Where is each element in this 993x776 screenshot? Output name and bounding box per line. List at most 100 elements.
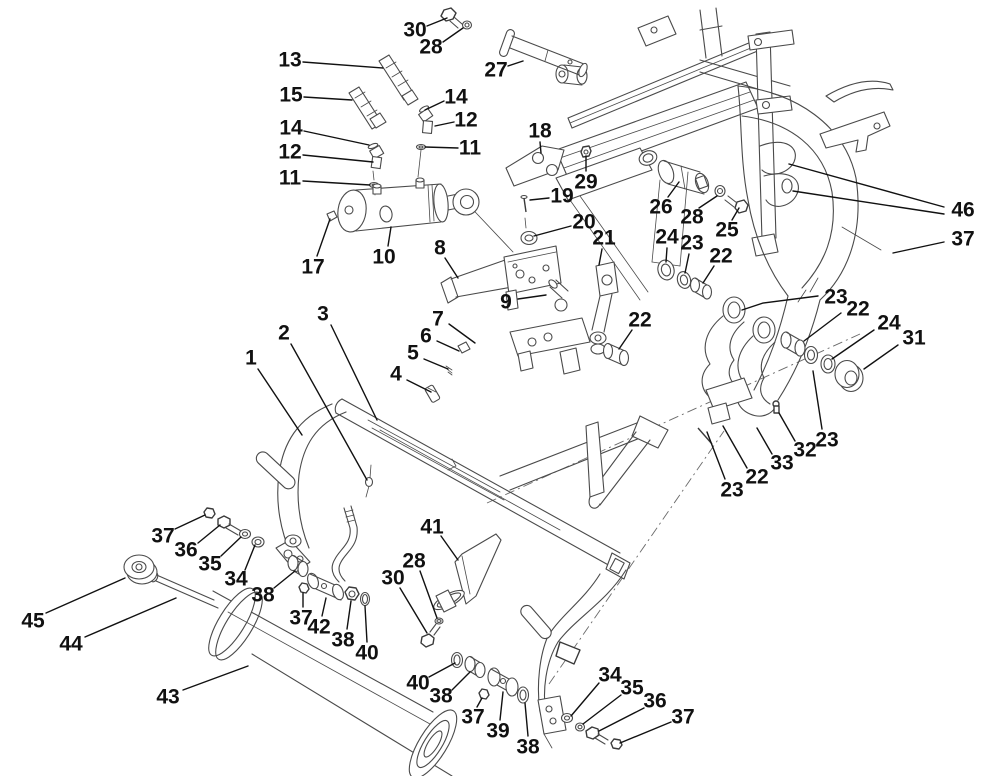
callout-23: 23 (741, 286, 848, 311)
callout-37: 37 (619, 706, 695, 744)
callout-37: 37 (151, 514, 206, 548)
leader-line (529, 197, 550, 201)
leader-line (257, 368, 303, 436)
callout-9: 9 (500, 291, 547, 314)
part-number-label: 12 (278, 141, 301, 164)
callout-7: 7 (432, 308, 476, 344)
leader-line (387, 226, 392, 247)
callout-19: 19 (529, 185, 574, 208)
callout-17: 17 (301, 218, 331, 279)
callout-29: 29 (574, 155, 598, 194)
small-parts-4-5-6-7 (364, 341, 471, 498)
bolt-30-bottom (420, 617, 444, 648)
part-number-label: 35 (198, 553, 222, 576)
callout-4: 4 (390, 363, 432, 393)
callout-43: 43 (156, 665, 249, 709)
leader-line (444, 257, 459, 279)
part-number-label: 27 (484, 59, 507, 82)
part-number-label: 24 (877, 312, 901, 335)
leader-line (788, 163, 945, 208)
part-number-label: 37 (461, 706, 484, 729)
leader-line (302, 61, 384, 69)
leader-line (442, 27, 464, 43)
callout-31: 31 (863, 327, 926, 370)
part-number-label: 30 (381, 567, 404, 590)
callout-35: 35 (198, 536, 242, 576)
part-number-label: 30 (403, 19, 426, 42)
part-number-label: 22 (846, 298, 869, 321)
part-number-label: 40 (355, 642, 378, 665)
callout-1: 1 (245, 347, 303, 436)
callout-22: 22 (803, 298, 870, 342)
leader-line (303, 130, 370, 146)
callout-33: 33 (756, 427, 794, 475)
part-number-label: 14 (444, 86, 468, 109)
bushing-22a (689, 277, 713, 300)
leader-line (619, 721, 672, 744)
washer-20 (520, 230, 538, 246)
part-number-label: 40 (406, 672, 429, 695)
leader-line (451, 671, 471, 691)
leader-line (618, 329, 633, 350)
leader-line (892, 241, 945, 254)
leader-line (399, 587, 428, 634)
part-number-label: 41 (420, 516, 444, 539)
callout-37: 37 (461, 697, 485, 729)
leader-line (831, 329, 875, 360)
part-number-label: 23 (824, 286, 847, 309)
part-number-label: 43 (156, 686, 179, 709)
leader-line (667, 181, 680, 198)
leader-line (303, 96, 353, 101)
callout-42: 42 (307, 597, 331, 639)
part-number-label: 46 (951, 199, 974, 222)
leader-line (436, 340, 460, 352)
leader-line (244, 544, 256, 571)
part-number-label: 36 (643, 690, 666, 713)
part-number-label: 7 (432, 308, 444, 331)
hydraulic-cylinder-10 (326, 177, 480, 233)
callout-26: 26 (649, 181, 680, 219)
bushing-22b (602, 342, 630, 367)
part-number-label: 23 (720, 479, 743, 502)
part-number-label: 33 (770, 452, 793, 475)
leader-line (419, 570, 438, 619)
leader-line (316, 218, 331, 257)
callout-30: 30 (381, 567, 428, 634)
callout-14: 14 (424, 86, 468, 111)
callout-39: 39 (486, 691, 510, 743)
leader-line (517, 294, 547, 300)
leader-line (533, 225, 572, 237)
part-number-label: 32 (793, 439, 816, 462)
part-number-label: 25 (715, 219, 739, 242)
leader-line (812, 370, 823, 430)
part-number-label: 39 (486, 720, 509, 743)
bushing-22c (780, 331, 806, 357)
callout-8: 8 (434, 237, 459, 279)
leader-line (197, 524, 221, 544)
callout-28: 28 (402, 550, 438, 619)
part-number-label: 14 (279, 117, 303, 140)
part-number-label: 24 (655, 226, 679, 249)
grease-fitting-32 (772, 400, 780, 414)
leader-line (302, 180, 371, 186)
callout-34: 34 (224, 544, 256, 591)
callout-28: 28 (419, 27, 464, 59)
leader-line (330, 324, 378, 421)
callout-25: 25 (715, 207, 740, 242)
callout-45: 45 (21, 577, 126, 633)
callout-13: 13 (278, 49, 384, 72)
leader-line (476, 697, 483, 708)
part-number-label: 34 (598, 664, 622, 687)
callout-6: 6 (420, 325, 460, 352)
callout-20: 20 (533, 211, 596, 237)
ring-24a (657, 259, 675, 281)
leader-line (706, 431, 726, 480)
callout-15: 15 (279, 84, 353, 107)
part-number-label: 8 (434, 237, 446, 260)
bolt-25 (724, 195, 749, 214)
callout-44: 44 (59, 597, 177, 656)
washer-28-top (461, 20, 473, 30)
part-number-label: 20 (572, 211, 595, 234)
